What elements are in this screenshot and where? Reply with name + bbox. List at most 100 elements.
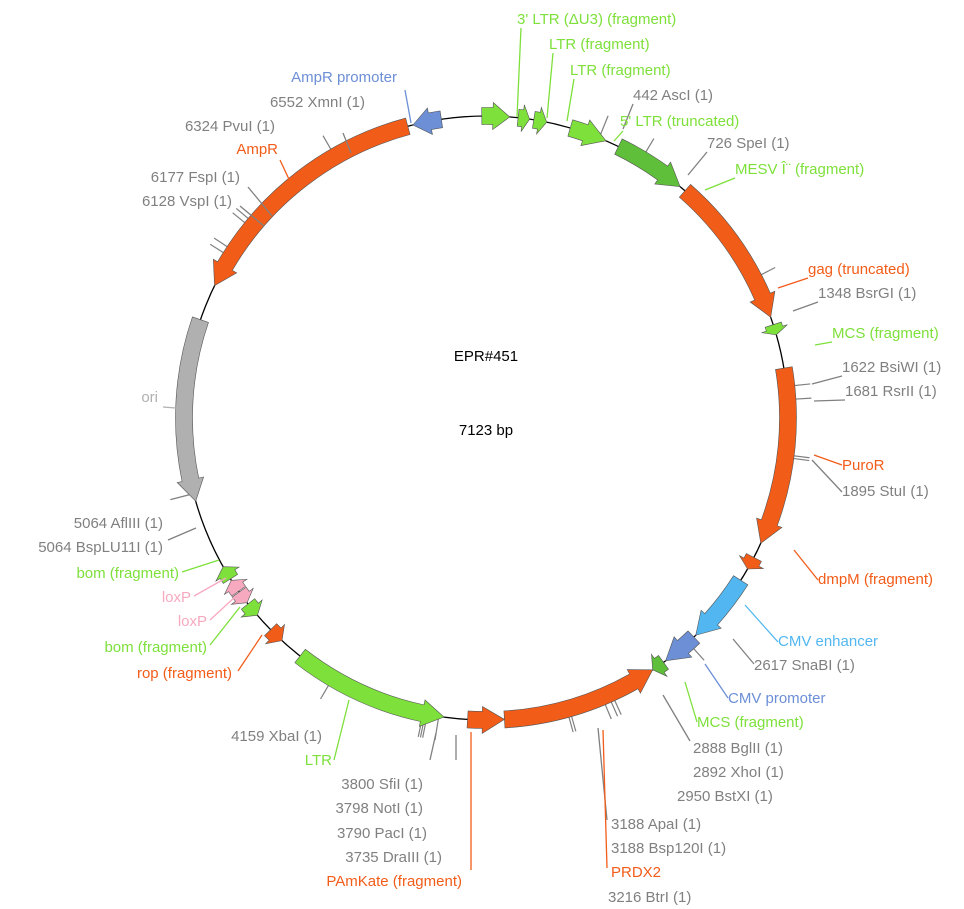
label-l-ltrb: LTR [305, 752, 332, 769]
leader-l-rop [237, 634, 263, 672]
label-l-pacl: 3790 PacI (1) [337, 825, 427, 842]
label-l-dralll: 3735 DraIII (1) [345, 849, 442, 866]
feature-arrow-bom-1 [215, 566, 241, 584]
label-l-stul: 1895 StuI (1) [842, 483, 929, 500]
feature-arrow-pamkate [466, 705, 506, 735]
label-l-rop: rop (fragment) [137, 665, 232, 682]
leader-l-dmpm [793, 549, 819, 581]
feature-arrow-ltr-frag-2 [532, 106, 548, 136]
leader-l-ltr2 [566, 78, 575, 122]
leader-l-amprp [404, 89, 412, 124]
label-l-mesv: MESV Î¨ (fragment) [735, 161, 864, 178]
feature-arrow-ltr-b [294, 648, 445, 727]
feature-labels: 3' LTR (ΔU3) (fragment) LTR (fragment) LTR… [38, 11, 941, 906]
label-l-ltr3: 3' LTR (ΔU3) (fragment) [517, 11, 676, 28]
leader-l-xmnl [342, 132, 352, 154]
feature-arrow-mcs-1 [761, 321, 788, 336]
label-l-ltr1: LTR (fragment) [549, 36, 650, 53]
leader-l-fspl [247, 186, 273, 217]
feature-arrow-cmv-prom [665, 630, 701, 662]
leader-l-ori [162, 406, 189, 410]
label-leaders [162, 27, 846, 870]
feature-arrow-ltr-frag-1 [516, 104, 530, 132]
label-l-cmvp: CMV promoter [728, 690, 826, 707]
feature-arrow-ampr-prom [412, 107, 443, 136]
label-l-pvul: 6324 PvuI (1) [185, 118, 275, 135]
leader-l-bom2 [209, 606, 241, 646]
leader-l-bsplu [167, 527, 197, 541]
label-l-dmpm: dmpM (fragment) [818, 571, 933, 588]
label-l-apai: 3188 ApaI (1) [611, 816, 701, 833]
label-l-bom2: bom (fragment) [104, 639, 207, 656]
leader-l-mcs2 [684, 681, 698, 723]
label-l-bsiwi: 1622 BsiWI (1) [842, 359, 941, 376]
leader-l-ltr1 [546, 52, 554, 119]
leader-l-ascl [622, 103, 634, 130]
label-l-mcs2: MCS (fragment) [697, 714, 804, 731]
leader-l-prdx2 [602, 729, 608, 869]
leader-l-ltr5 [613, 130, 624, 142]
label-l-prdx2: PRDX2 [611, 864, 661, 881]
feature-arrow-puror [756, 366, 797, 544]
label-l-xmnl: 6552 XmnI (1) [270, 94, 365, 111]
feature-arrow-ampr [212, 117, 411, 287]
leader-l-bsrgi [792, 301, 819, 312]
leader-l-snabi [732, 638, 755, 665]
feature-arrow-loxp-2 [230, 586, 254, 605]
label-l-rsrii: 1681 RsrII (1) [845, 383, 937, 400]
label-l-pamkate: PAmKate (fragment) [326, 873, 462, 890]
leader-l-loxp2 [209, 595, 237, 621]
label-l-cmve: CMV enhancer [778, 633, 878, 650]
feature-arrows [175, 101, 797, 735]
leader-l-sfil [429, 732, 437, 761]
label-l-amprp: AmpR promoter [291, 69, 397, 86]
label-l-ascl: 442 AscI (1) [633, 87, 713, 104]
label-l-mcs1: MCS (fragment) [832, 325, 939, 342]
label-l-bsrgi: 1348 BsrGI (1) [818, 285, 916, 302]
leader-l-mesv [704, 177, 736, 191]
label-l-ltr2: LTR (fragment) [570, 62, 671, 79]
feature-arrow-loxp-1 [223, 578, 248, 597]
label-l-sfil: 3800 SfiI (1) [341, 776, 423, 793]
label-l-loxp1: loxP [162, 589, 191, 606]
feature-arrow-ori [175, 316, 209, 502]
label-l-bsplu: 5064 BspLU11I (1) [38, 539, 163, 556]
label-l-xbal: 4159 XbaI (1) [231, 728, 322, 745]
label-l-loxp2: loxP [178, 613, 207, 630]
label-l-vspl: 6128 VspI (1) [142, 193, 232, 210]
label-l-ori: ori [141, 389, 158, 406]
leader-l-ltrb [333, 699, 350, 761]
leader-l-loxp1 [193, 577, 227, 597]
plasmid-size: 7123 bp [459, 422, 513, 439]
label-l-bstxi: 2950 BstXI (1) [677, 788, 773, 805]
leader-l-stul [811, 459, 843, 493]
feature-arrow-ltr3-u3 [481, 101, 511, 131]
leader-l-ampr [279, 159, 295, 191]
leader-l-puror [813, 454, 843, 466]
leader-l-mcs1 [814, 341, 833, 346]
label-l-bom1: bom (fragment) [76, 565, 179, 582]
leader-l-bom1 [181, 559, 220, 573]
label-l-aflll: 5064 AflIII (1) [74, 515, 163, 532]
label-l-fspl: 6177 FspI (1) [151, 169, 240, 186]
feature-arrow-prdx2 [503, 669, 654, 729]
leader-l-bglii [662, 694, 691, 742]
leader-l-vspl [239, 205, 265, 227]
label-l-ampr: AmpR [236, 141, 278, 158]
leader-l-bsiwi [811, 375, 843, 385]
feature-arrow-rop [264, 623, 285, 645]
feature-arrow-cmv-enh [695, 575, 749, 636]
label-l-puror: PuroR [842, 457, 885, 474]
label-l-gag: gag (truncated) [808, 261, 910, 278]
leader-l-spel [687, 151, 708, 176]
label-l-snabi: 2617 SnaBI (1) [754, 657, 855, 674]
label-l-ltr5: 5' LTR (truncated) [620, 113, 739, 130]
label-l-bsp120i: 3188 Bsp120I (1) [611, 840, 726, 857]
feature-arrow-gag [678, 183, 776, 318]
label-l-btrl: 3216 BtrI (1) [608, 889, 691, 906]
label-l-bglii: 2888 BglII (1) [693, 740, 783, 757]
feature-arrow-ltr5-trunc [567, 119, 607, 146]
feature-arrow-dmpm [738, 553, 765, 570]
leader-l-gag [777, 277, 809, 289]
